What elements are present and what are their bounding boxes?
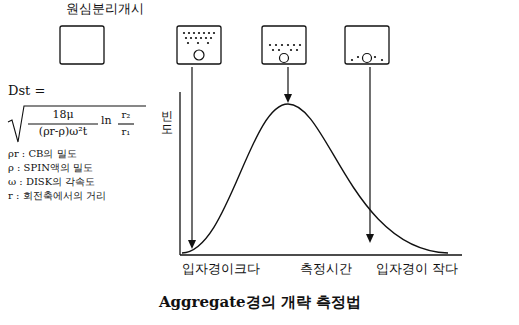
graph-axes <box>180 92 462 255</box>
axis-label: 입자경이 작다 <box>376 262 458 277</box>
caption: Aggregate경의 개략 측정법 <box>159 294 361 311</box>
formula-denominator: r₁ <box>122 126 131 138</box>
formula-lines <box>8 106 146 142</box>
formula-numerator: 18μ <box>52 109 73 122</box>
formula-numerator: r₂ <box>122 109 131 121</box>
axis-label: 측정시간 <box>300 262 352 277</box>
particles <box>183 32 383 61</box>
symbol-note: r : 회전축에서의 거리 <box>8 190 106 202</box>
axis-label: 입자경이크다 <box>182 262 260 277</box>
symbol-note: ω : DISK의 각속도 <box>8 176 95 188</box>
aggregates <box>194 50 372 63</box>
formula-lhs: Dst = <box>8 84 45 99</box>
arrowheads <box>188 94 374 249</box>
test-tubes <box>60 26 389 64</box>
start-label: 원심분리개시 <box>66 2 144 17</box>
formula-ln: ln <box>101 115 112 128</box>
measure-arrows <box>192 67 370 242</box>
symbol-note: ρr : CB의 밀도 <box>8 148 77 160</box>
symbol-note: ρ : SPIN액의 밀도 <box>8 162 93 174</box>
axis-label: 빈도 <box>161 110 173 136</box>
formula-denominator: (ρr-ρ)ω²t <box>39 126 87 139</box>
distribution-curve <box>182 104 448 253</box>
